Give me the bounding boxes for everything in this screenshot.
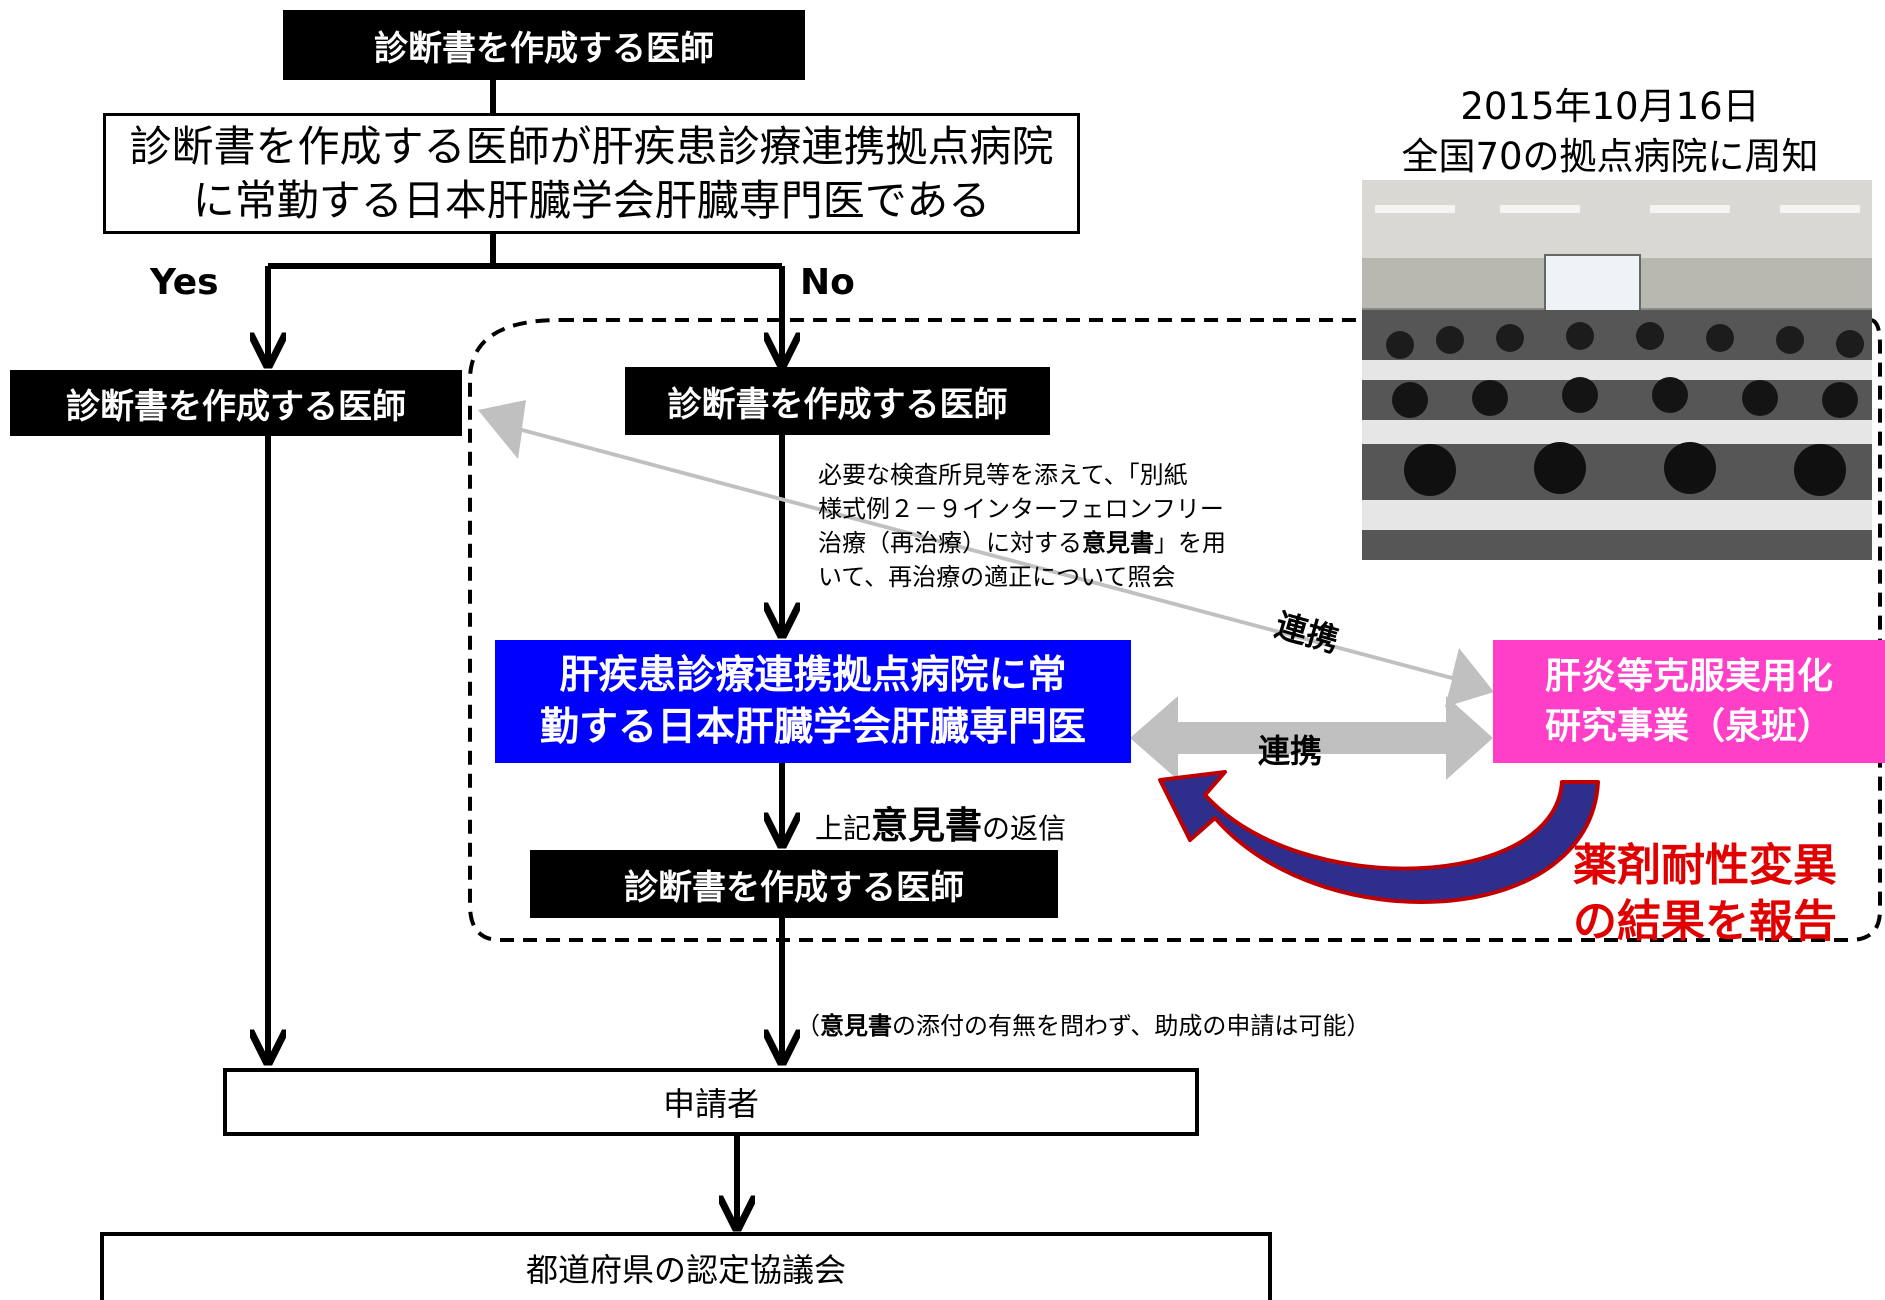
report-curved-arrow bbox=[1158, 770, 1600, 904]
inquiry-line-4: いて、再治療の適正について照会 bbox=[818, 563, 1176, 591]
inquiry-line-3-post: 」を用 bbox=[1154, 529, 1226, 557]
cooperation-horizontal-arrow bbox=[1130, 696, 1493, 780]
research-line-1: 肝炎等克服実用化 bbox=[1544, 655, 1833, 697]
photo-caption-text: 全国70の拠点病院に周知 bbox=[1401, 135, 1819, 178]
attach-note-bold: 意見書 bbox=[820, 1012, 892, 1040]
report-line-2: の結果を報告 bbox=[1573, 896, 1837, 947]
reply-note: 上記意見書の返信 bbox=[815, 795, 1066, 849]
inquiry-note: 必要な検査所見等を添えて、「別紙 様式例２－９インターフェロンフリー 治療（再治… bbox=[818, 458, 1226, 594]
attach-note-post: の添付の有無を問わず、助成の申請は可能） bbox=[892, 1012, 1371, 1040]
specialist-box: 肝疾患診療連携拠点病院に常 勤する日本肝臓学会肝臓専門医 bbox=[495, 640, 1131, 763]
seminar-photo bbox=[1362, 180, 1872, 560]
final-doctor-box: 診断書を作成する医師 bbox=[530, 850, 1058, 918]
report-line-1: 薬剤耐性変異 bbox=[1573, 840, 1837, 891]
inquiry-line-1: 必要な検査所見等を添えて、「別紙 bbox=[818, 461, 1188, 489]
research-line-2: 研究事業（泉班） bbox=[1544, 705, 1833, 747]
research-box: 肝炎等克服実用化 研究事業（泉班） bbox=[1493, 640, 1885, 763]
question-line-2: に常勤する日本肝臓学会肝臓専門医である bbox=[192, 175, 991, 225]
reply-note-bold: 意見書 bbox=[871, 804, 983, 847]
report-label: 薬剤耐性変異 の結果を報告 bbox=[1573, 838, 1837, 950]
specialist-line-2: 勤する日本肝臓学会肝臓専門医 bbox=[539, 704, 1086, 750]
inquiry-line-3: 治療（再治療）に対する意見書」を用 bbox=[818, 526, 1226, 560]
attach-note: （意見書の添付の有無を問わず、助成の申請は可能） bbox=[796, 1006, 1370, 1041]
photo-caption: 2015年10月16日 全国70の拠点病院に周知 bbox=[1330, 82, 1885, 182]
cooperation-diagonal-arrow bbox=[478, 400, 1494, 707]
branch-yes-label: Yes bbox=[150, 262, 219, 303]
cooperation-label-horizontal: 連携 bbox=[1258, 732, 1323, 770]
branch-no-label: No bbox=[800, 262, 855, 303]
inquiry-line-3-pre: 治療（再治療）に対する bbox=[818, 529, 1082, 557]
inquiry-line-3-bold: 意見書 bbox=[1082, 529, 1154, 557]
photo-caption-date: 2015年10月16日 bbox=[1460, 85, 1760, 128]
reply-note-pre: 上記 bbox=[815, 812, 872, 845]
applicant-box: 申請者 bbox=[223, 1068, 1199, 1136]
attach-note-pre: （ bbox=[796, 1012, 820, 1040]
dashed-region bbox=[468, 318, 1882, 942]
question-line-1: 診断書を作成する医師が肝疾患診療連携拠点病院 bbox=[129, 121, 1054, 171]
yes-doctor-box: 診断書を作成する医師 bbox=[10, 370, 462, 436]
inquiry-line-2: 様式例２－９インターフェロンフリー bbox=[818, 495, 1224, 523]
council-box: 都道府県の認定協議会 bbox=[100, 1232, 1272, 1300]
reply-note-post: の返信 bbox=[982, 812, 1067, 845]
no-doctor-box: 診断書を作成する医師 bbox=[625, 367, 1050, 435]
top-doctor-box: 診断書を作成する医師 bbox=[283, 10, 805, 80]
question-box: 診断書を作成する医師が肝疾患診療連携拠点病院 に常勤する日本肝臓学会肝臓専門医で… bbox=[103, 113, 1080, 234]
specialist-line-1: 肝疾患診療連携拠点病院に常 bbox=[559, 652, 1067, 698]
